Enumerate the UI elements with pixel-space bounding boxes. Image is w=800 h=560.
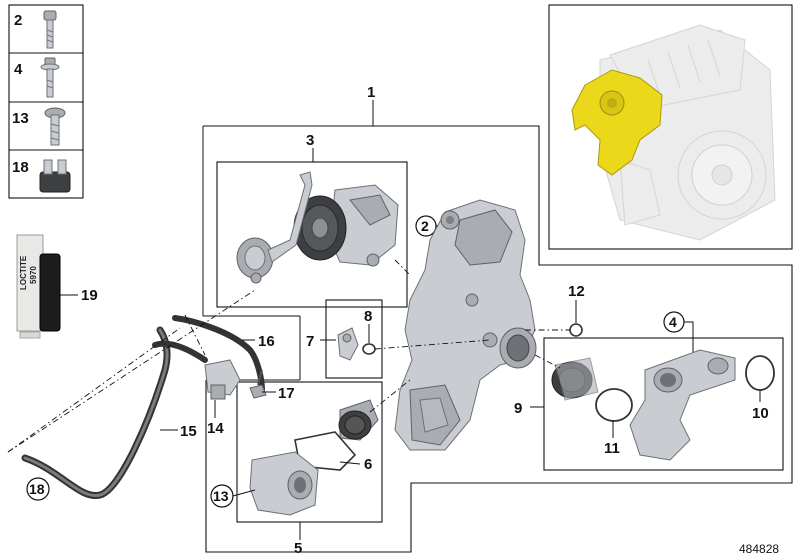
- subassembly-frame-7: [325, 299, 383, 379]
- engine-overview: [548, 4, 793, 250]
- callout-4-marker: 4: [663, 311, 685, 333]
- callout-13: 13: [213, 488, 229, 504]
- fastener-legend: 2 4 13 18: [8, 4, 84, 199]
- sealant-code: 5970: [29, 266, 38, 284]
- flange-bolt-icon: [40, 57, 60, 98]
- o-ring-10: [745, 355, 775, 391]
- subassembly-frame-5: [236, 381, 383, 523]
- callout-10: 10: [752, 405, 769, 422]
- coolant-housing: [394, 199, 537, 451]
- legend-num-4: 4: [14, 61, 23, 78]
- thermostat-housing-lower: [249, 451, 319, 516]
- callout-1: 1: [367, 84, 375, 101]
- diagram-id: 484828: [739, 542, 779, 556]
- callout-2: 2: [421, 218, 429, 234]
- o-ring-11: [595, 388, 633, 422]
- connector-17: [249, 369, 267, 399]
- legend-num-2: 2: [14, 12, 22, 29]
- coolant-hose-15: [21, 326, 171, 499]
- o-ring-12: [569, 323, 583, 337]
- subassembly-frame-9: [543, 337, 784, 471]
- clip-icon: [39, 159, 71, 193]
- sealant-tube: LOCTITE 5970: [16, 234, 61, 339]
- callout-18-marker: 18: [26, 477, 50, 501]
- assembly-frame-1: [203, 125, 793, 553]
- legend-num-18: 18: [12, 159, 29, 176]
- torx-bolt-icon: [44, 107, 66, 146]
- callout-3: 3: [306, 132, 314, 149]
- callout-14: 14: [207, 420, 224, 437]
- callout-19: 19: [81, 287, 98, 304]
- sealant-brand: LOCTITE: [19, 255, 28, 290]
- callout-11: 11: [604, 440, 620, 457]
- callout-5: 5: [294, 540, 302, 557]
- callout-2-marker: 2: [415, 215, 437, 237]
- callout-12: 12: [568, 283, 585, 300]
- thermostat-housing-upper: [629, 349, 736, 461]
- callout-17: 17: [278, 385, 295, 402]
- callout-15: 15: [180, 423, 197, 440]
- o-ring-8: [362, 343, 376, 355]
- callout-4: 4: [669, 314, 677, 330]
- bolt-icon: [43, 10, 57, 49]
- connector-7: [337, 327, 359, 361]
- thermostat-lower: [338, 399, 379, 441]
- highlighted-part: [571, 69, 663, 176]
- subassembly-frame-3: [216, 161, 408, 308]
- callout-13-marker: 13: [210, 484, 234, 508]
- callout-18: 18: [29, 481, 45, 497]
- callout-9: 9: [514, 400, 522, 417]
- callout-16: 16: [258, 333, 275, 350]
- water-pump: [236, 171, 399, 284]
- valve-14: [204, 359, 241, 400]
- thermostat-upper: [551, 357, 599, 401]
- legend-num-13: 13: [12, 110, 29, 127]
- callout-6: 6: [364, 456, 372, 473]
- callout-7: 7: [306, 333, 314, 350]
- callout-8: 8: [364, 308, 372, 325]
